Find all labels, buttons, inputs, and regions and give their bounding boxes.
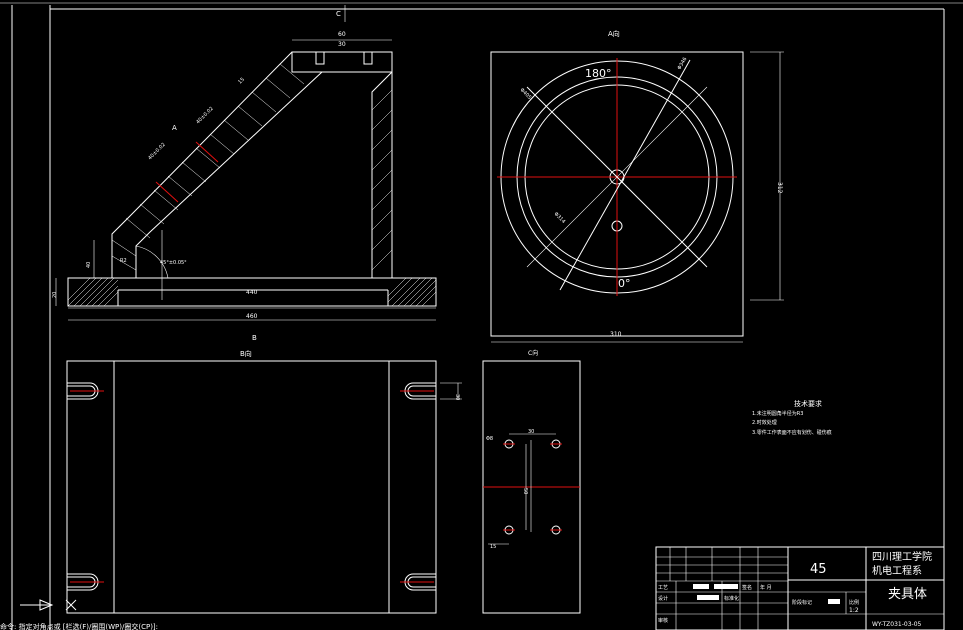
c-dim-2: 50	[522, 488, 528, 494]
c-dim-3: 15	[490, 544, 496, 550]
a-angle-top: 180°	[585, 67, 612, 80]
tech-item-1: 1.未注明圆角半径为R3	[752, 410, 803, 417]
b-slot-br	[400, 573, 436, 591]
tb-std-label: 标准化	[724, 595, 739, 602]
b-slot-bl	[67, 573, 104, 591]
a-marker: A	[172, 124, 177, 132]
b-view-rect	[66, 360, 437, 614]
hatch-base-right	[387, 277, 437, 307]
a-dim-height: 312	[776, 182, 783, 194]
tech-title: 技术要求	[794, 399, 822, 408]
c-hole: Φ8	[486, 436, 493, 442]
dim-height-left: 40	[86, 262, 92, 268]
dim-top-width: 60	[338, 31, 346, 38]
a-view[interactable]	[490, 51, 784, 343]
hatch-base-left	[67, 277, 119, 307]
a-dim-width: 310	[610, 331, 622, 338]
dim-slot: 30	[338, 41, 346, 48]
b-view-label: B向	[240, 349, 252, 358]
tb-drawing-no: WY-TZ031-03-05	[872, 621, 922, 628]
a-dim-right: Φ346	[677, 56, 689, 71]
dim-total-length: 460	[246, 313, 258, 320]
dim-inner-length: 440	[246, 289, 258, 296]
b-view[interactable]	[66, 360, 462, 614]
tb-sheet-label: 阶段标记	[792, 599, 812, 606]
tb-sign-label: 签名	[742, 584, 752, 591]
dim-r: R2	[120, 258, 127, 264]
tb-design-label: 设计	[658, 595, 668, 602]
b-dim-slot: 30	[454, 394, 460, 400]
a-view-label: A向	[608, 29, 620, 38]
dim-w: 15	[237, 77, 246, 86]
dim-angle: 45°±0.05°	[160, 260, 187, 266]
b-slot-tr	[400, 382, 436, 400]
a-view-square	[490, 51, 744, 337]
dim-base-height: 20	[52, 292, 58, 298]
tech-item-2: 2.时效处理	[752, 419, 777, 426]
incline-inner	[135, 71, 323, 278]
tb-school-2: 机电工程系	[872, 564, 922, 577]
tb-school-1: 四川理工学院	[872, 550, 932, 563]
tb-scale-label: 比例	[849, 599, 859, 606]
a-angle-bottom: 0°	[618, 277, 631, 290]
b-slot-tl	[67, 382, 104, 400]
tb-scale: 1:2	[849, 607, 859, 614]
tb-part-name: 夹具体	[888, 587, 927, 602]
ucs-icon	[20, 599, 77, 611]
command-line: 命令: 指定对角点或 [栏选(F)/圈围(WP)/圈交(CP)]:	[0, 622, 158, 630]
b-marker: B	[252, 334, 257, 342]
c-marker: C	[336, 10, 341, 18]
tb-process-label: 工艺	[658, 585, 668, 591]
hatch-wall	[371, 89, 393, 271]
tb-check-label: 审核	[658, 617, 668, 624]
tb-date-label: 年 月	[760, 584, 772, 591]
tech-item-3: 3.零件工作表面不应有划伤、碰伤痕	[752, 429, 832, 436]
front-view[interactable]	[55, 5, 437, 321]
title-block[interactable]	[655, 546, 945, 630]
c-view-label: C向	[528, 349, 538, 357]
hatch-incline	[111, 63, 305, 271]
c-dim-1: 30	[528, 429, 534, 435]
tb-material: 45	[810, 562, 827, 577]
c-view[interactable]	[482, 360, 581, 614]
